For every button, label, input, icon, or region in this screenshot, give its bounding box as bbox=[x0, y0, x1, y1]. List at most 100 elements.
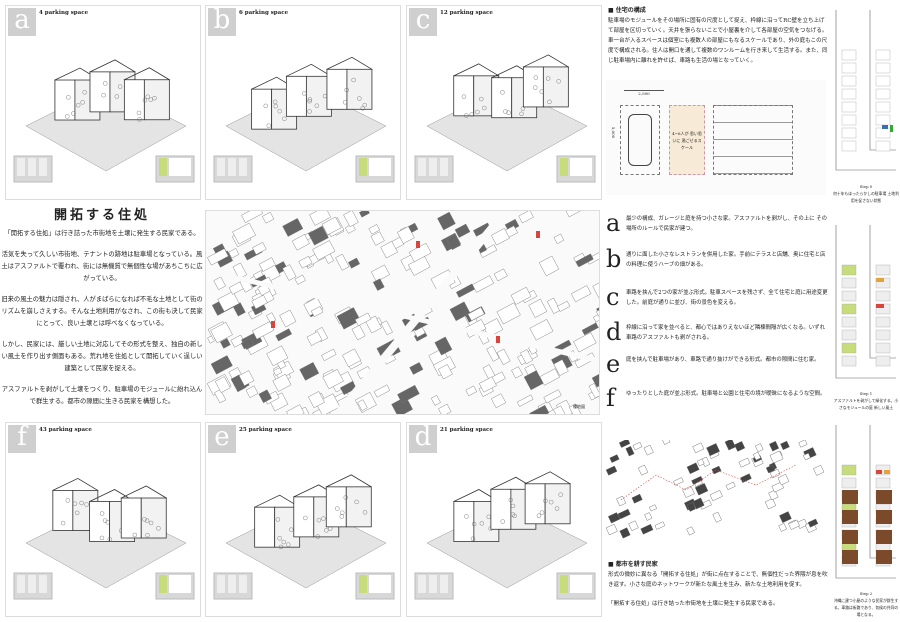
step-plan bbox=[835, 425, 896, 579]
parking-lot bbox=[348, 257, 361, 269]
parking-lot bbox=[409, 362, 424, 375]
map-signature: 種地図 bbox=[573, 404, 585, 409]
parking-slot bbox=[28, 575, 36, 593]
parking-lot bbox=[240, 337, 255, 350]
tree-icon bbox=[71, 111, 76, 116]
parking-lot bbox=[359, 211, 370, 218]
building bbox=[282, 264, 297, 281]
tree-icon bbox=[103, 81, 108, 86]
parking-slot bbox=[841, 62, 857, 74]
tree-icon bbox=[554, 506, 560, 511]
house-wall bbox=[326, 68, 348, 110]
building bbox=[251, 294, 268, 310]
tree-icon bbox=[286, 542, 291, 547]
tree-icon bbox=[84, 502, 89, 507]
parking-slot bbox=[841, 477, 857, 489]
house-slot bbox=[169, 158, 191, 176]
case-letter: c bbox=[606, 283, 620, 311]
tree-icon bbox=[142, 517, 147, 522]
parking-slot bbox=[875, 316, 891, 328]
building bbox=[606, 523, 618, 536]
parking-slot bbox=[875, 329, 891, 341]
case-letter: d bbox=[606, 318, 622, 346]
building bbox=[430, 395, 441, 406]
parking-slot bbox=[228, 158, 236, 176]
tree-icon bbox=[503, 109, 508, 114]
house-block bbox=[842, 530, 858, 544]
step-text: アスファルトを剥がして緑化する。小さなモジュールの庭 新しい風土 bbox=[833, 398, 899, 410]
building bbox=[230, 334, 245, 348]
tree-icon bbox=[282, 116, 287, 121]
tree-icon bbox=[500, 519, 505, 524]
building bbox=[273, 367, 283, 376]
tree-icon bbox=[558, 492, 563, 497]
section-heading: ■ 住宅の構成 bbox=[608, 7, 646, 14]
building bbox=[241, 211, 264, 223]
building bbox=[764, 498, 777, 510]
building bbox=[609, 454, 620, 463]
site-marker bbox=[536, 231, 540, 238]
house-wall bbox=[346, 68, 373, 110]
building bbox=[632, 441, 643, 451]
tree-icon bbox=[289, 527, 294, 532]
building bbox=[529, 319, 554, 341]
parking-lot bbox=[220, 338, 231, 349]
tree-icon bbox=[536, 513, 542, 518]
mini-plans bbox=[414, 572, 596, 600]
parking-slot bbox=[841, 277, 857, 289]
house-block bbox=[842, 490, 858, 504]
house-block bbox=[842, 510, 858, 524]
building bbox=[724, 440, 736, 451]
building bbox=[518, 211, 534, 224]
tree-icon bbox=[543, 498, 548, 503]
building bbox=[310, 306, 324, 317]
parking-slot bbox=[429, 575, 437, 593]
parking-lot bbox=[372, 278, 385, 291]
building bbox=[252, 242, 267, 255]
building bbox=[520, 349, 533, 365]
network-map bbox=[606, 440, 828, 545]
dimension-width: 2,500 bbox=[624, 90, 664, 96]
tree-icon bbox=[148, 97, 153, 102]
module-diagram: 2,500 5,000 4~6人が 思い思いに 過ごせるスケール bbox=[606, 80, 826, 195]
tree-icon bbox=[145, 532, 150, 538]
tree-icon bbox=[539, 510, 545, 515]
building bbox=[753, 451, 761, 461]
parking-lot bbox=[308, 225, 329, 246]
parking-slot bbox=[875, 264, 891, 276]
section-heading: ■ 都市を耕す民家 bbox=[608, 561, 658, 568]
tree-icon bbox=[82, 90, 87, 95]
paragraph: アスファルトを剥がして土壌をつくり、駐車場のモジュールに紛れ込んで群生する。都市… bbox=[1, 386, 203, 405]
building bbox=[351, 324, 366, 341]
tree-icon bbox=[105, 520, 110, 525]
building bbox=[568, 403, 582, 414]
isometric-drawing bbox=[13, 59, 195, 183]
building bbox=[491, 393, 507, 409]
paragraph: 活気を失って久しい市街地、テナントの跡地は駐車場となっている。風土はアスファルト… bbox=[1, 251, 203, 282]
tree-icon bbox=[339, 514, 344, 519]
tree-icon bbox=[101, 93, 106, 98]
garden-slot bbox=[560, 158, 568, 176]
building bbox=[232, 222, 256, 245]
panel-title: 4 parking space bbox=[39, 10, 89, 16]
building bbox=[637, 464, 649, 476]
building bbox=[478, 376, 497, 393]
building bbox=[279, 309, 297, 328]
parking-lot bbox=[456, 283, 476, 298]
tree-icon bbox=[60, 520, 66, 526]
lead-text: 「開拓する住処」は行き詰った市街地を土壌に発生する民家である。 bbox=[4, 230, 200, 237]
housing-section: ■ 住宅の構成 駐車場のモジュールをその場所に固有の尺度として捉え、枠線に沿って… bbox=[608, 6, 830, 66]
tree-icon bbox=[275, 517, 281, 522]
tree-icon bbox=[137, 117, 142, 122]
parking-slot bbox=[841, 264, 857, 276]
building bbox=[482, 318, 504, 338]
parking-slot bbox=[841, 49, 857, 61]
building bbox=[306, 331, 323, 346]
panel-letter: b bbox=[208, 7, 236, 36]
building bbox=[606, 465, 618, 476]
building bbox=[438, 403, 452, 414]
building bbox=[571, 285, 592, 303]
tree-icon bbox=[357, 96, 362, 101]
